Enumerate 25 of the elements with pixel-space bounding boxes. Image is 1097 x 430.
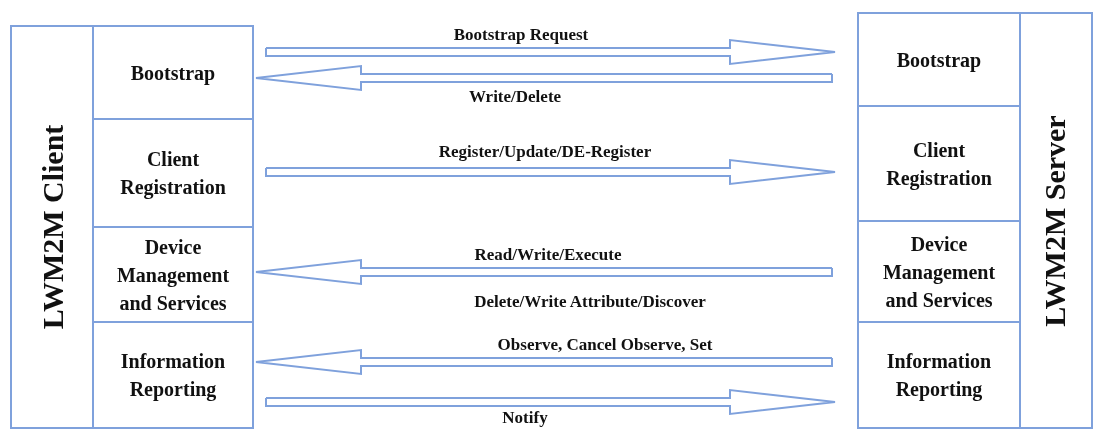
block-arrow <box>255 64 833 92</box>
module-label: Bootstrap <box>896 47 982 74</box>
edge-label: Bootstrap Request <box>453 25 589 45</box>
group-panel <box>10 25 254 429</box>
edge-label: Observe, Cancel Observe, Set <box>497 335 713 355</box>
module-label: Client Registration <box>885 137 993 192</box>
panel-title: LWM2M Server <box>1038 114 1072 327</box>
module-label: Bootstrap <box>130 60 216 87</box>
module-label: Device Management and Services <box>115 234 231 316</box>
module-label: Information Reporting <box>885 349 993 403</box>
module-label: Device Management and Services <box>881 231 997 313</box>
block-arrow <box>265 38 836 66</box>
module-label: Client Registration <box>119 147 227 201</box>
edge-label: Read/Write/Execute <box>474 245 622 265</box>
panel-title: LWM2M Client <box>36 124 70 330</box>
edge-label: Write/Delete <box>468 87 562 107</box>
block-arrow <box>255 348 833 376</box>
edge-label: Notify <box>502 408 548 428</box>
block-arrow <box>265 158 836 186</box>
block-arrow <box>255 258 833 286</box>
block-arrow <box>265 388 836 416</box>
group-panel <box>857 12 1093 429</box>
module-label: Information Reporting <box>119 349 227 403</box>
arrow-note: Delete/Write Attribute/Discover <box>474 292 706 312</box>
edge-label: Register/Update/DE-Register <box>438 142 652 162</box>
